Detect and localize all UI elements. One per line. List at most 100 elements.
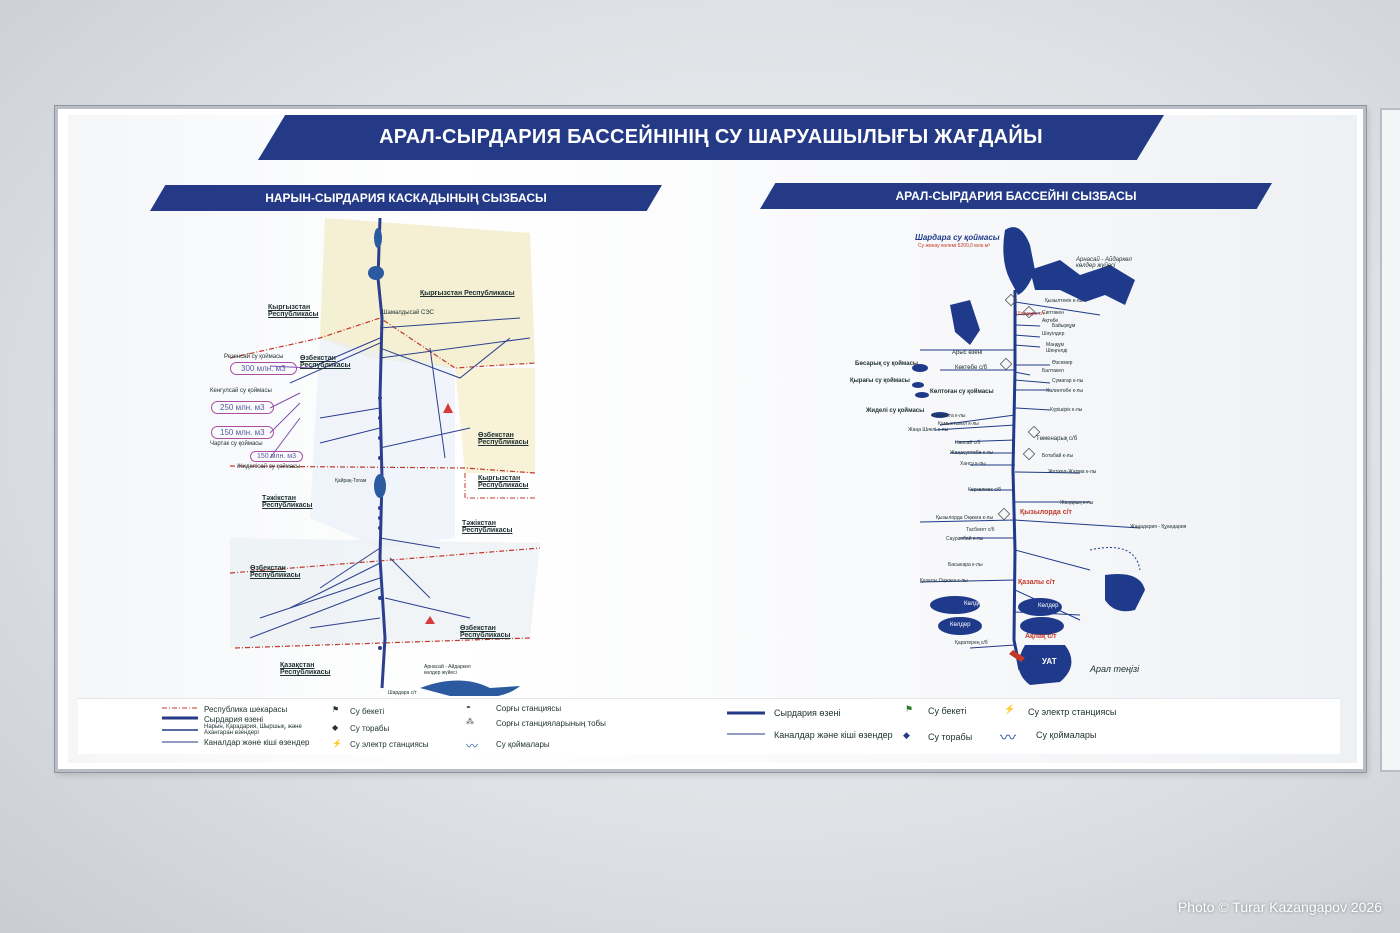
canal-left-10: Қызылорда Оңжаға к-лы xyxy=(936,515,994,521)
canal-right-3: Ақтөбе xyxy=(1042,318,1059,324)
country-label-kyrgyz-3: Кыргызстан Республикасы xyxy=(478,475,529,489)
canal-left-8: Хансу к-лы xyxy=(960,461,986,467)
legend-syrdarya-right: Сырдария өзені xyxy=(774,708,841,718)
canal-right-5: Шәуілдер xyxy=(1042,331,1065,337)
canal-right-7: Өзсемер xyxy=(1052,360,1073,366)
canal-right-16: Жаңадария - Құандария xyxy=(1130,524,1187,530)
legend-pump-group: Сорғы станцияларының тобы xyxy=(496,719,606,728)
canal-right-1: Қызылтекін к-лы xyxy=(1045,298,1084,304)
reservoir-icon: 〰 xyxy=(466,739,479,753)
legend-water-post-left: Су бекеті xyxy=(350,707,385,716)
station-shardara: Шардара с/т xyxy=(1016,311,1045,317)
country-label-uzbek-1: Өзбекстан Республикасы xyxy=(300,355,351,369)
reservoir-label-kengulsai: Кенгулсай су қоймасы xyxy=(210,388,272,394)
side-reservoir-2: Қырағы су қоймасы xyxy=(850,378,910,384)
adjacent-board xyxy=(1380,108,1400,772)
kolder-label-3: Көлдер xyxy=(950,622,971,628)
canal-right-2: Сиптәкен xyxy=(1042,310,1064,316)
canal-right-9: Сумагар к-лы xyxy=(1052,378,1084,384)
label-arnasai-left: Арнасай - Айдаркөл көлдер жүйесі xyxy=(424,664,471,676)
station-aklak: Ақлақ с/т xyxy=(1025,633,1057,640)
label-kairak: Қайрақ-Тогам xyxy=(335,478,367,484)
kolder-label-1: Көлдер xyxy=(964,601,985,607)
volume-badge-2: 250 млн. м3 xyxy=(211,401,274,414)
photo-credit: Photo © Turar Kazangapov 2026 xyxy=(1177,899,1382,915)
main-title: АРАЛ-СЫРДАРИЯ БАССЕЙНІНІҢ СУ ШАРУАШЫЛЫҒЫ… xyxy=(258,115,1164,160)
country-label-kazakh: Қазақстан Республикасы xyxy=(280,662,331,676)
water-post-icon: ⚑ xyxy=(332,705,340,714)
legend-left-line-icons xyxy=(162,707,198,743)
reservoir-label-rezensai: Резенсай су қоймасы xyxy=(224,354,284,360)
hydro-station-icon: ⚡ xyxy=(332,739,342,748)
left-map-title: НАРЫН-СЫРДАРИЯ КАСКАДЫНЫҢ СЫЗБАСЫ xyxy=(150,185,662,211)
hydro-station-icon-right: ⚡ xyxy=(1004,704,1016,714)
legend-canals-right: Каналдар және кіші өзендер xyxy=(774,730,893,740)
canal-left-1: Арыс өзені xyxy=(952,350,983,356)
reservoir-icon-right: 〰 xyxy=(1000,730,1017,747)
legend-water-post-right: Су бекеті xyxy=(928,706,967,716)
country-label-uzbek-4: Өзбекстан Республикасы xyxy=(460,625,511,639)
shardara-reservoir-title: Шардара су қоймасы xyxy=(915,233,1000,242)
canal-right-15: Жаңарық к-лы xyxy=(1060,500,1094,506)
canal-right-13: Ботабай к-лы xyxy=(1042,453,1074,459)
arnasai-label-right: Арнасай - Айдаркөл көлдер жүйесі xyxy=(1076,257,1132,269)
legend-reservoirs-right: Су қоймалары xyxy=(1036,730,1097,740)
canal-right-6: Маңқұм Шеңгелді xyxy=(1046,342,1068,354)
canal-right-11: Күрішірік к-лы xyxy=(1050,407,1083,413)
canal-left-15: Қаратерең с/б xyxy=(955,640,988,646)
legend-canals-left: Каналдар және кіші өзендер xyxy=(204,738,310,747)
aral-sea-label: Арал теңізі xyxy=(1090,664,1140,674)
side-reservoir-3: Көлтоған су қоймасы xyxy=(930,389,994,395)
water-node-icon: ◆ xyxy=(332,723,339,732)
info-board xyxy=(55,106,1366,772)
volume-badge-1: 300 млн. м3 xyxy=(230,362,297,375)
pump-group-icon: ⁂ xyxy=(466,717,474,726)
legend-water-node-right: Су торабы xyxy=(928,732,973,742)
canal-left-13: Басыкара к-лы xyxy=(948,562,983,568)
canal-left-7: Жаңасуптөбе к-лы xyxy=(950,450,994,456)
volume-badge-4: 150 млн. м3 xyxy=(250,451,303,462)
legend-hydro-right: Су электр станциясы xyxy=(1028,707,1117,717)
canal-left-14: Қазалы Оңжаға к-лы xyxy=(920,578,968,584)
canal-left-12: Сауранбай к-лы xyxy=(946,536,984,542)
pump-station-icon: ◓ xyxy=(466,703,471,712)
canal-right-8: Балтакел xyxy=(1042,368,1064,374)
yat-label: УАТ xyxy=(1042,657,1057,666)
legend-border: Республика шекарасы xyxy=(204,705,288,714)
legend-panel xyxy=(78,698,1340,754)
legend-water-node-left: Су торабы xyxy=(350,724,390,733)
legend-reservoirs-left: Су қоймалары xyxy=(496,740,550,749)
canal-left-3: Сүнкайта к-лы xyxy=(932,413,966,419)
canal-left-4: Қамыстыкөл к-лы xyxy=(938,421,979,427)
canal-right-4: Байырқұм xyxy=(1052,323,1076,329)
legend-pump-station: Сорғы станциясы xyxy=(496,704,562,713)
volume-badge-3: 150 млн. м3 xyxy=(211,426,274,439)
legend-syrdarya-left: Сырдария өзені xyxy=(204,715,264,724)
water-post-icon-right: ⚑ xyxy=(905,704,914,714)
country-label-kyrgyz-2: Қырғызстан Республикасы xyxy=(420,290,515,297)
country-label-kyrgyz-1: Кыргызстан Республикасы xyxy=(268,304,319,318)
legend-hydro-left: Су электр станциясы xyxy=(350,740,429,749)
kolder-label-2: Көлдер xyxy=(1038,603,1059,609)
canal-left-6: Нансай с/б xyxy=(955,440,981,446)
right-map-title: АРАЛ-СЫРДАРИЯ БАССЕЙНІ СЫЗБАСЫ xyxy=(760,183,1272,209)
canal-left-5: Жаңа Шиелі к-лы xyxy=(908,427,949,433)
canal-right-10: Халинтөбе к-лы xyxy=(1046,388,1083,394)
aral-syrdarya-basin-map xyxy=(912,227,1145,685)
country-label-tajik-2: Тәжікстан Республикасы xyxy=(462,520,513,534)
canal-left-2: Көктөбе с/б xyxy=(955,365,988,371)
country-label-uzbek-2: Өзбекстан Республикасы xyxy=(478,432,529,446)
legend-rivers: Нарын, Қарадария, Шыршық, және Ахангаран… xyxy=(204,724,302,736)
label-shardara-left: Шардара с/т xyxy=(388,690,417,696)
station-kazaly: Қазалы с/т xyxy=(1018,579,1056,586)
reservoir-label-chartak: Чартак су қоймасы xyxy=(210,441,263,447)
canal-right-14: Жетікөл-Жарма к-лы xyxy=(1048,469,1097,475)
canal-right-12: Төменарық с/б xyxy=(1036,436,1078,442)
side-reservoir-1: Бөсарық су қоймасы xyxy=(855,361,919,367)
canal-left-9: Керкелмес с/б xyxy=(968,487,1002,493)
country-label-uzbek-3: Өзбекстан Республикасы xyxy=(250,565,301,579)
country-label-tajik-1: Тәжікстан Республикасы xyxy=(262,495,313,509)
side-reservoir-4: Жиделі су қоймасы xyxy=(866,408,925,414)
shardara-reservoir-volume: Су жинау көлемі 5200,0 млн.м³ xyxy=(918,243,990,249)
canal-left-11: Тасбөгет с/б xyxy=(966,527,995,533)
